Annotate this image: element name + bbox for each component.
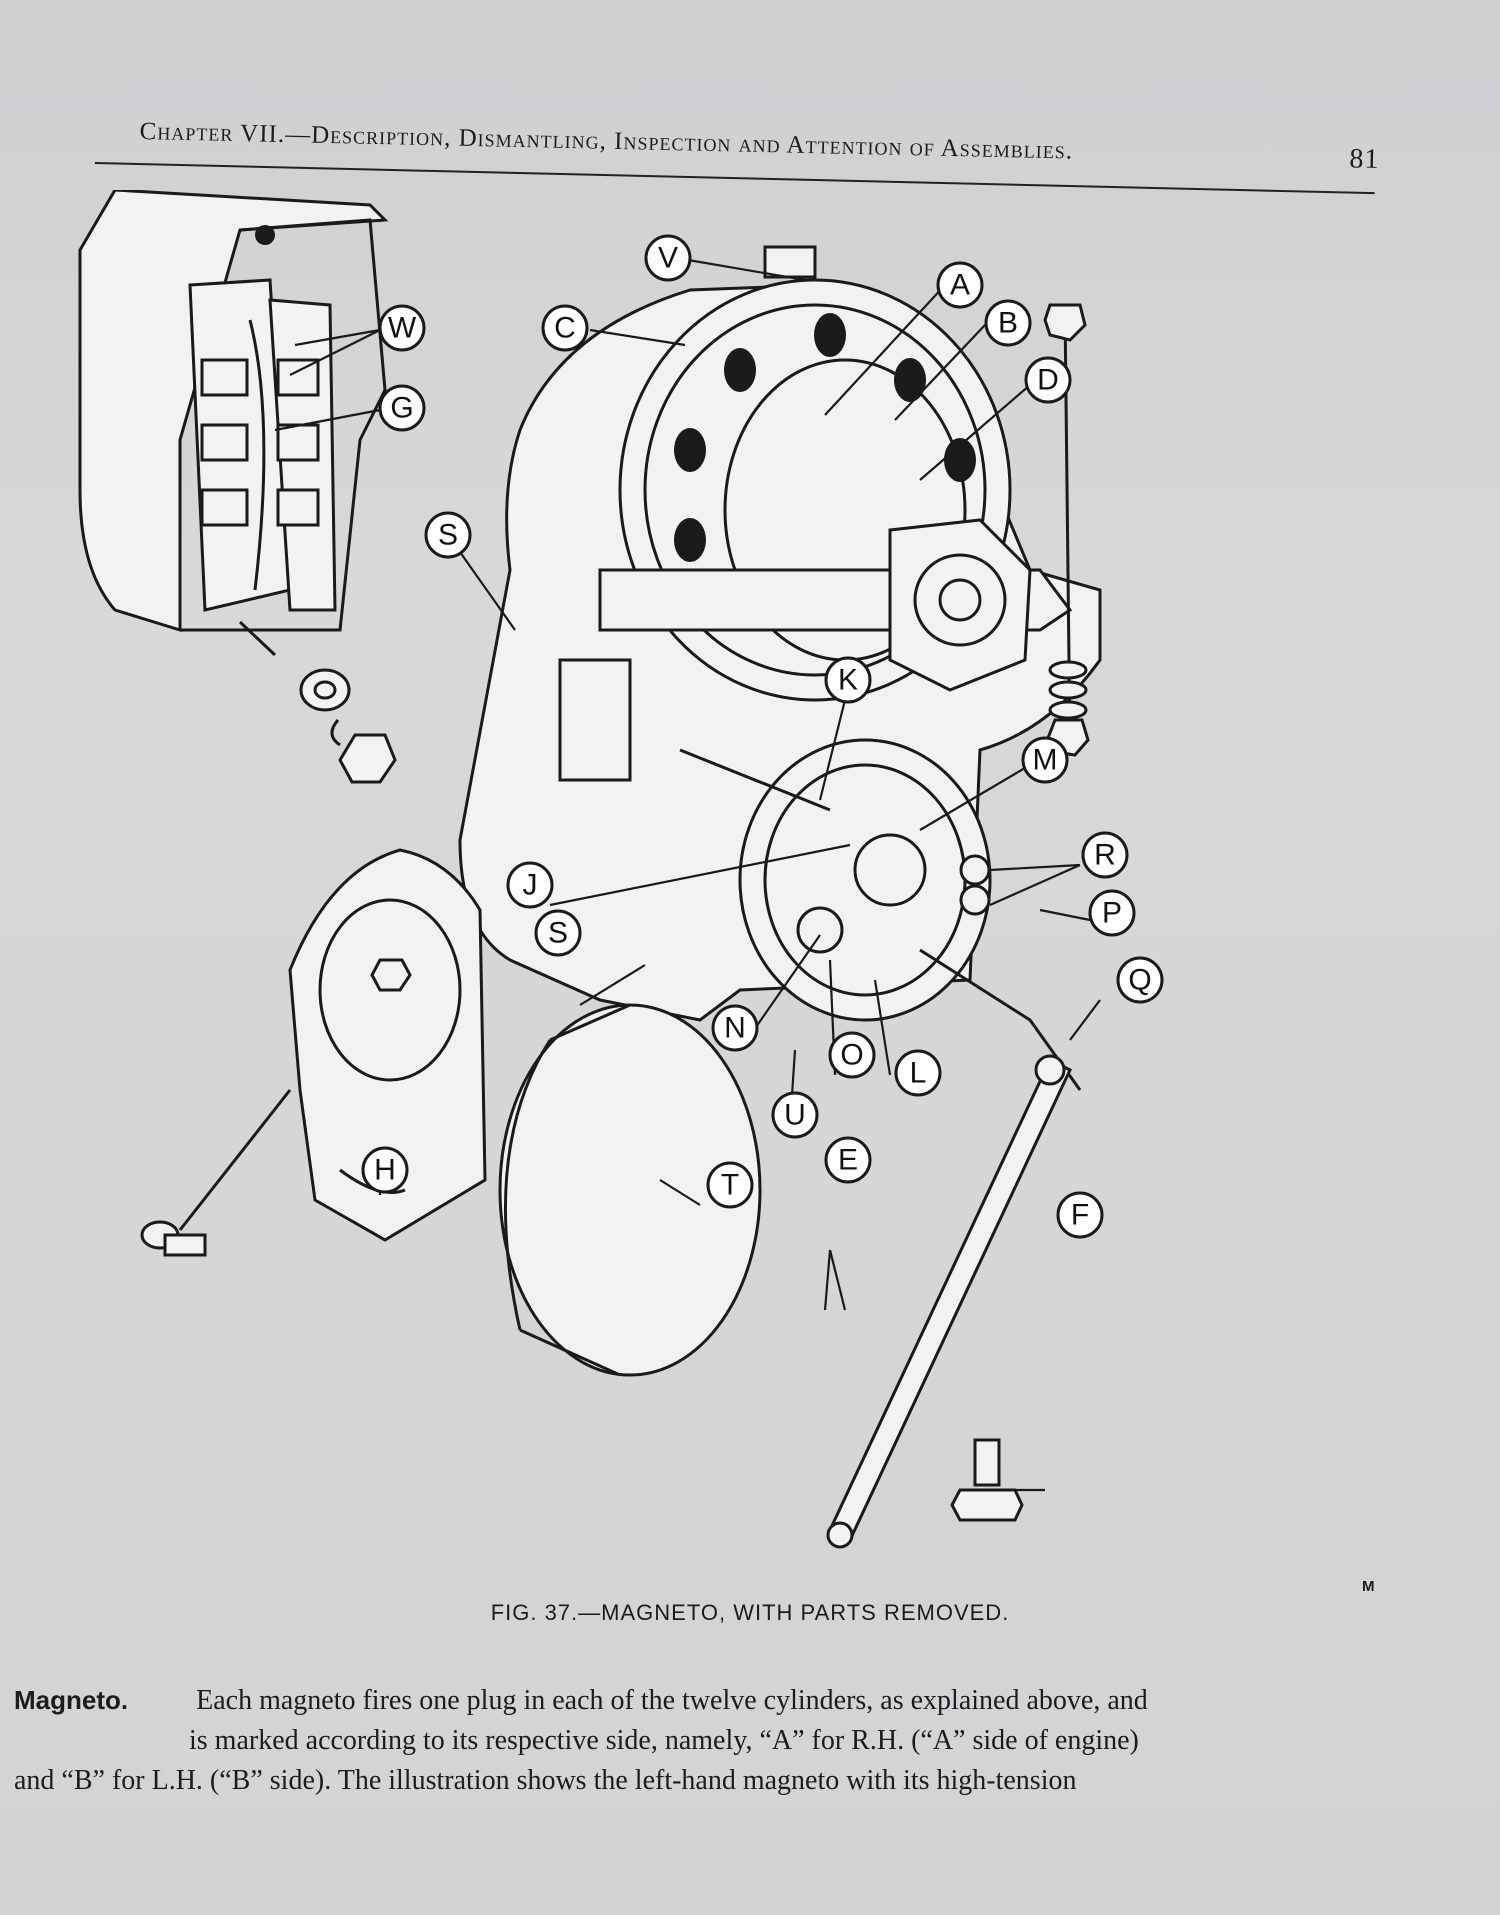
callout-label: J (523, 869, 538, 902)
callout-b: B (984, 299, 1032, 347)
paragraph-line-1: Each magneto fires one plug in each of t… (196, 1685, 1148, 1716)
callout-c: C (541, 304, 589, 352)
cover-drawing (498, 1003, 762, 1377)
contact-breaker-drawing (679, 738, 1082, 1091)
magneto-illustration: V A B C W D G S K M R J S P Q N O L U H … (78, 188, 1164, 1549)
callout-label: P (1102, 897, 1122, 930)
callout-label: E (838, 1144, 858, 1177)
running-head-title: Chapter VII.—Description, Dismantling, I… (139, 118, 1074, 165)
callout-m: M (1021, 736, 1069, 784)
callout-label: W (388, 312, 417, 345)
callout-k: K (824, 656, 872, 704)
page-number: 81 (1349, 143, 1380, 175)
callout-label: C (554, 312, 576, 345)
callout-label: A (950, 269, 970, 302)
callout-label: Q (1128, 964, 1151, 997)
callout-h: H (361, 1146, 409, 1194)
callout-s-upper: S (424, 511, 472, 559)
callout-label: N (724, 1012, 746, 1045)
callout-v: V (644, 234, 692, 282)
callout-t: T (706, 1161, 754, 1209)
callout-label: T (721, 1169, 739, 1202)
distributor-housing-drawing (78, 188, 397, 784)
callout-s-lower: S (534, 909, 582, 957)
callout-label: S (548, 917, 568, 950)
end-plate-drawing (140, 848, 487, 1257)
callout-a: A (936, 261, 984, 309)
callout-label: B (998, 307, 1018, 340)
earth-arm-drawing (826, 1054, 1072, 1549)
callout-f: F (1056, 1191, 1104, 1239)
callout-label: U (784, 1099, 806, 1132)
callout-label: M (1033, 744, 1058, 777)
callout-label: D (1037, 364, 1059, 397)
callout-g: G (378, 384, 426, 432)
callout-u: U (771, 1091, 819, 1139)
callout-label: K (838, 664, 858, 697)
screw-drawing (950, 1438, 1024, 1522)
callout-r: R (1081, 831, 1129, 879)
callout-q: Q (1116, 956, 1164, 1004)
callout-label: G (390, 392, 413, 425)
callout-o: O (828, 1031, 876, 1079)
paragraph-line-2: is marked according to its respective si… (189, 1725, 1139, 1756)
body-paragraph: Magneto. Each magneto fires one plug in e… (14, 1680, 1384, 1801)
callout-label: L (910, 1057, 927, 1090)
callout-label: O (840, 1039, 863, 1072)
callout-label: F (1071, 1199, 1089, 1232)
callout-w: W (378, 304, 426, 352)
callout-label: R (1094, 839, 1116, 872)
callout-label: V (658, 242, 678, 275)
callout-n: N (711, 1004, 759, 1052)
callout-label: H (374, 1154, 396, 1187)
magneto-figure: V A B C W D G S K M R J S P Q N O L U H … (40, 188, 1420, 1590)
running-head: Chapter VII.—Description, Dismantling, I… (139, 118, 1379, 175)
paragraph-line-3: and “B” for L.H. (“B” side). The illustr… (14, 1765, 1077, 1796)
callout-d: D (1024, 356, 1072, 404)
callout-j: J (506, 861, 554, 909)
corner-mark: M (1362, 1578, 1375, 1595)
callout-l: L (894, 1049, 942, 1097)
paragraph-lead: Magneto. (14, 1685, 129, 1715)
callout-label: S (438, 519, 458, 552)
magneto-body-drawing (458, 245, 1102, 1022)
figure-caption: FIG. 37.—MAGNETO, WITH PARTS REMOVED. (490, 1600, 1010, 1625)
callout-p: P (1088, 889, 1136, 937)
callout-e: E (824, 1136, 872, 1184)
